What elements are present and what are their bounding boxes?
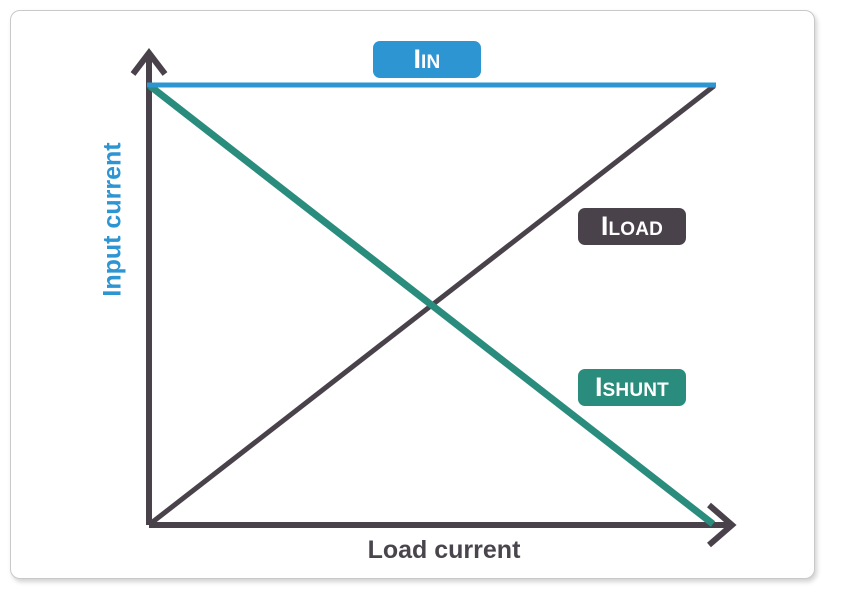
series-label-ishunt: I SHUNT [578,369,686,406]
series-label-ishunt-symbol: I [595,372,603,402]
series-label-iload-symbol: I [600,211,609,241]
series-label-iin-symbol: I [413,44,422,74]
y-axis-label: Input current [98,142,127,297]
x-axis [149,502,737,548]
series-line-ishunt [147,83,716,527]
y-axis [130,48,168,525]
x-axis-label: Load current [367,536,521,564]
series-label-iin-subscript: IN [421,52,441,73]
series-label-iload: I LOAD [578,208,686,245]
series-label-iload-subscript: LOAD [608,219,664,240]
series-label-ishunt-subscript: SHUNT [602,380,669,401]
series-label-iin: I IN [373,41,481,78]
